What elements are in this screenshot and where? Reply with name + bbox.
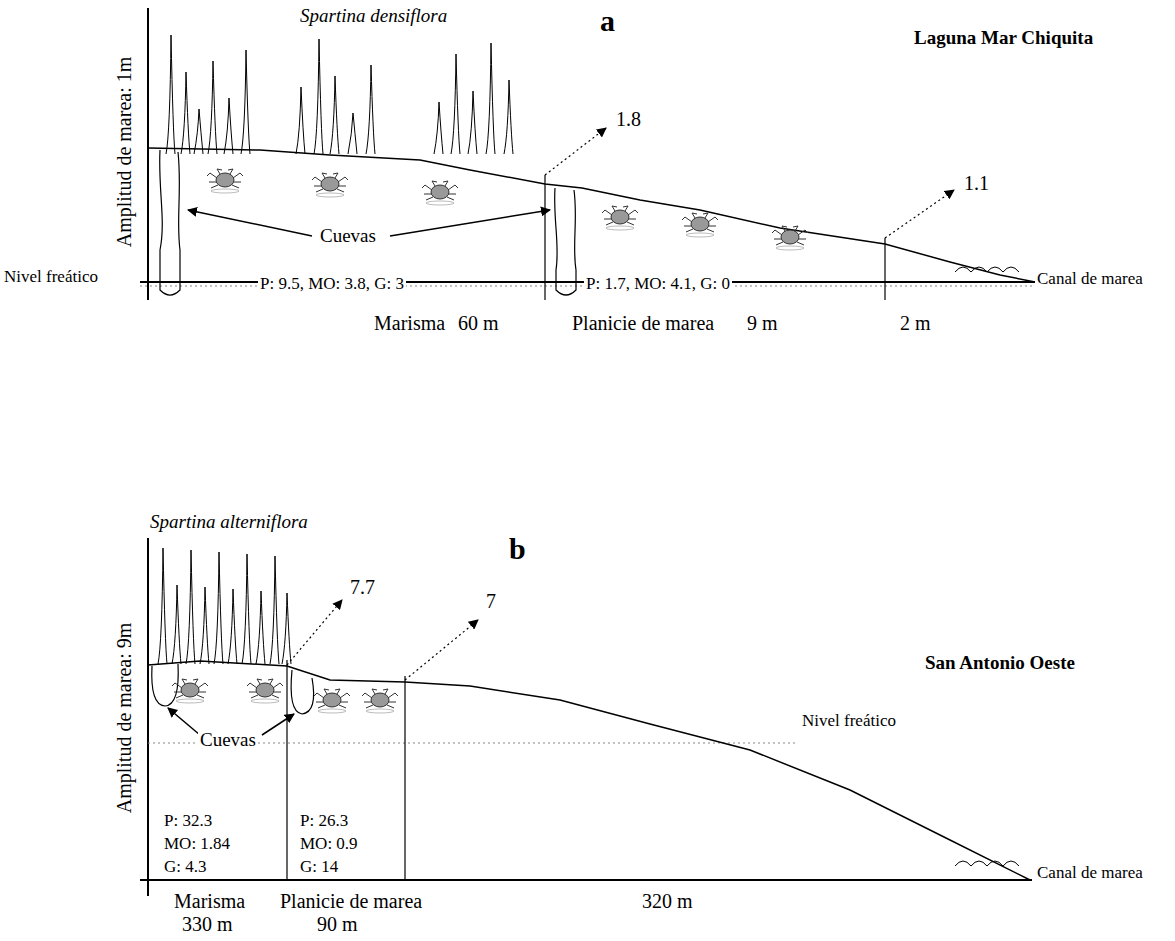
spartina-leaf bbox=[270, 556, 279, 664]
spartina-leaf bbox=[224, 98, 233, 154]
annotation-label: 9 m bbox=[745, 312, 780, 334]
annotation-label: Cuevas bbox=[318, 226, 378, 247]
spartina-leaf bbox=[241, 50, 250, 154]
annotation-label: Spartina densiflora bbox=[298, 6, 449, 27]
spartina-leaf bbox=[181, 72, 190, 154]
annotation-label: Marisma bbox=[372, 312, 447, 334]
spartina-leaf bbox=[282, 593, 291, 664]
spartina-leaf bbox=[214, 552, 223, 664]
spartina-leaf bbox=[296, 87, 305, 154]
annotation-label: P: 1.7, MO: 4.1, G: 0 bbox=[584, 275, 732, 294]
spartina-leaf bbox=[186, 550, 195, 664]
annotation-label: Canal de marea bbox=[1035, 270, 1145, 289]
spartina-leaf bbox=[366, 65, 375, 154]
annotation-label: P: 9.5, MO: 3.8, G: 3 bbox=[258, 275, 406, 294]
annotation-label: 1.1 bbox=[962, 172, 991, 194]
annotation-label: 2 m bbox=[898, 312, 933, 334]
spartina-leaf bbox=[228, 589, 237, 664]
annotation-label: Planicie de marea bbox=[570, 312, 716, 334]
panel-title: San Antonio Oeste bbox=[923, 653, 1077, 674]
annotation-label: Canal de marea bbox=[1035, 864, 1145, 883]
annotation-label: 60 m bbox=[456, 312, 501, 334]
annotation-label: Marisma bbox=[172, 890, 247, 912]
panel-title: b bbox=[507, 532, 528, 565]
spartina-leaf bbox=[451, 54, 460, 154]
spartina-leaf bbox=[486, 43, 495, 154]
annotation-label: MO: 1.84 bbox=[162, 835, 232, 854]
annotation-label: G: 4.3 bbox=[162, 858, 209, 877]
axis-label: Amplitud de marea: 9m bbox=[113, 621, 135, 816]
annotation-label: MO: 0.9 bbox=[298, 835, 360, 854]
spartina-leaf bbox=[242, 554, 251, 664]
spartina-leaf bbox=[434, 102, 443, 154]
spartina-leaf bbox=[194, 109, 203, 154]
annotation-label: 1.8 bbox=[614, 108, 643, 130]
panel-a bbox=[140, 8, 1042, 300]
spartina-leaf bbox=[166, 35, 175, 154]
spartina-leaf bbox=[330, 76, 339, 154]
annotation-label: 7.7 bbox=[348, 576, 377, 598]
spartina-leaf bbox=[256, 591, 265, 664]
panel-b bbox=[140, 538, 1032, 896]
annotation-label: 90 m bbox=[315, 913, 360, 935]
annotation-label: G: 14 bbox=[298, 858, 340, 877]
spartina-leaf bbox=[172, 585, 181, 664]
annotation-label: P: 32.3 bbox=[162, 812, 214, 831]
spartina-leaf bbox=[314, 39, 323, 154]
annotation-label: 320 m bbox=[640, 890, 695, 912]
annotation-label: Planicie de marea bbox=[278, 890, 424, 912]
spartina-leaf bbox=[348, 113, 357, 154]
spartina-leaf bbox=[468, 91, 477, 154]
panel-title: a bbox=[598, 4, 617, 37]
annotation-label: 7 bbox=[484, 590, 498, 612]
annotation-label: Nivel freático bbox=[2, 268, 100, 287]
spartina-leaf bbox=[158, 548, 167, 664]
spartina-leaf bbox=[200, 587, 209, 664]
annotation-label: 330 m bbox=[180, 913, 235, 935]
spartina-leaf bbox=[208, 61, 217, 154]
spartina-leaf bbox=[504, 80, 513, 154]
axis-label: Amplitud de marea: 1m bbox=[113, 55, 135, 250]
annotation-label: Nivel freático bbox=[800, 712, 898, 731]
annotation-label: P: 26.3 bbox=[298, 812, 350, 831]
annotation-label: Cuevas bbox=[198, 730, 258, 751]
annotation-label: Spartina alterniflora bbox=[148, 512, 310, 533]
panel-title: Laguna Mar Chiquita bbox=[912, 28, 1095, 49]
